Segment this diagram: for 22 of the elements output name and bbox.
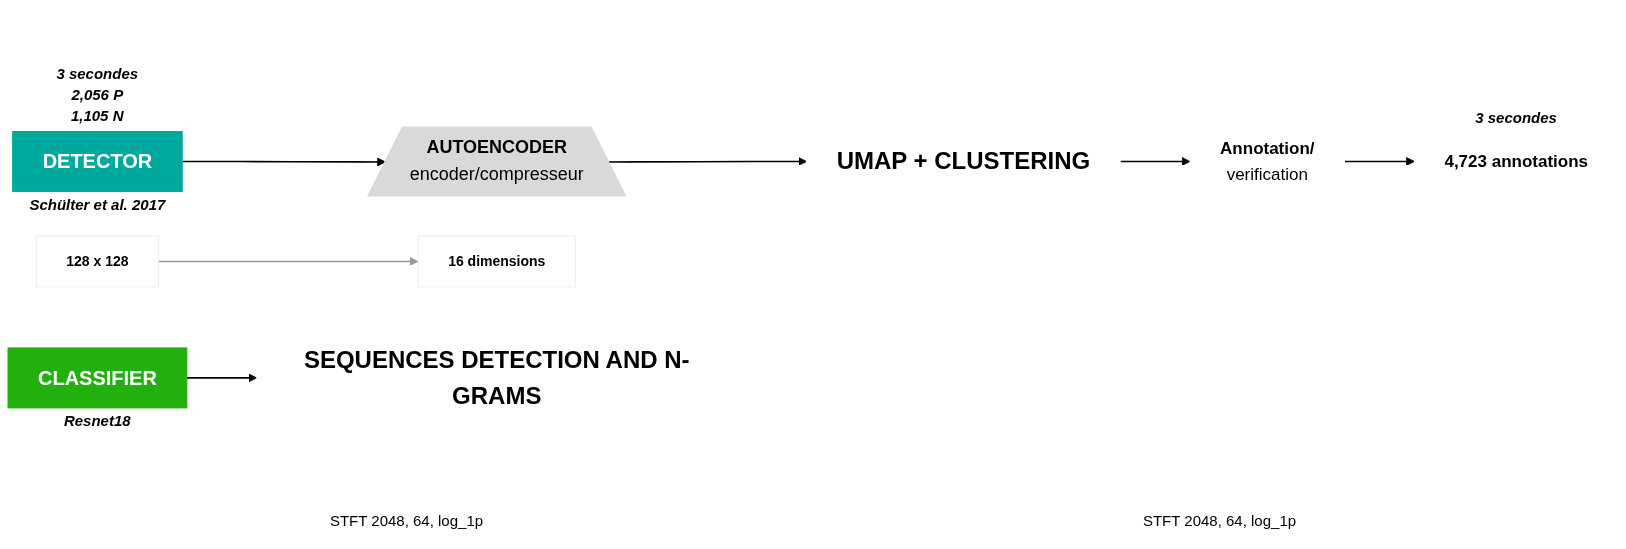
node-text: Annotation/ verification bbox=[1220, 139, 1315, 184]
arrow bbox=[1343, 157, 1415, 166]
node-note: 1,105 N bbox=[70, 106, 124, 124]
node-note: Schülter et al. 2017 bbox=[29, 195, 166, 213]
arrow bbox=[157, 257, 419, 266]
spectrogram-settings-note: STFT 2048, 64, log_1p bbox=[329, 512, 484, 529]
node-box: 128 x 128 bbox=[35, 235, 160, 288]
arrow bbox=[181, 157, 386, 167]
node-box: DETECTOR bbox=[12, 131, 183, 192]
node-box: 16 dimensions bbox=[417, 235, 576, 288]
node-note: 2,056 P bbox=[71, 85, 124, 103]
node-note: Resnet18 bbox=[63, 411, 131, 429]
node-note: 3 secondes bbox=[1475, 108, 1557, 126]
arrow bbox=[1119, 157, 1191, 166]
node-text: UMAP + CLUSTERING bbox=[836, 147, 1091, 175]
node-text: 4,723 annotations bbox=[1444, 151, 1588, 171]
spectrogram-settings-note: STFT 2048, 64, log_1p bbox=[1142, 512, 1297, 529]
arrow bbox=[186, 373, 258, 383]
node-box: CLASSIFIER bbox=[7, 347, 188, 409]
node-text: SEQUENCES DETECTION AND N-GRAMS bbox=[303, 345, 690, 409]
node-note: 3 secondes bbox=[56, 64, 139, 82]
arrow bbox=[608, 157, 808, 166]
